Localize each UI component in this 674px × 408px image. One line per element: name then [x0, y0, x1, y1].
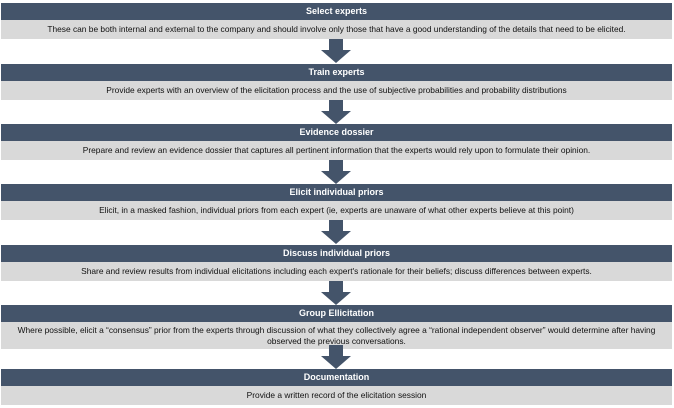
- step-title: Group Ellicitation: [1, 305, 672, 322]
- step-evidence-dossier: Evidence dossier Prepare and review an e…: [1, 124, 672, 160]
- down-arrow-icon: [321, 160, 351, 184]
- step-title: Evidence dossier: [1, 124, 672, 141]
- down-arrow-icon: [321, 345, 351, 369]
- step-description: Provide experts with an overview of the …: [1, 81, 672, 100]
- down-arrow-icon: [321, 281, 351, 305]
- step-title: Select experts: [1, 3, 672, 20]
- step-title: Train experts: [1, 64, 672, 81]
- step-train-experts: Train experts Provide experts with an ov…: [1, 64, 672, 100]
- step-title: Documentation: [1, 369, 672, 386]
- down-arrow-icon: [321, 220, 351, 244]
- step-title: Elicit individual priors: [1, 184, 672, 201]
- step-description: Elicit, in a masked fashion, individual …: [1, 201, 672, 220]
- step-description: Where possible, elicit a “consensus” pri…: [1, 322, 672, 349]
- step-discuss-individual-priors: Discuss individual priors Share and revi…: [1, 245, 672, 281]
- down-arrow-icon: [321, 100, 351, 124]
- step-description: Provide a written record of the elicitat…: [1, 386, 672, 405]
- step-description: These can be both internal and external …: [1, 20, 672, 39]
- step-elicit-individual-priors: Elicit individual priors Elicit, in a ma…: [1, 184, 672, 220]
- step-description: Share and review results from individual…: [1, 262, 672, 281]
- step-select-experts: Select experts These can be both interna…: [1, 3, 672, 39]
- step-group-elicitation: Group Ellicitation Where possible, elici…: [1, 305, 672, 349]
- step-documentation: Documentation Provide a written record o…: [1, 369, 672, 405]
- step-title: Discuss individual priors: [1, 245, 672, 262]
- step-description: Prepare and review an evidence dossier t…: [1, 141, 672, 160]
- down-arrow-icon: [321, 39, 351, 63]
